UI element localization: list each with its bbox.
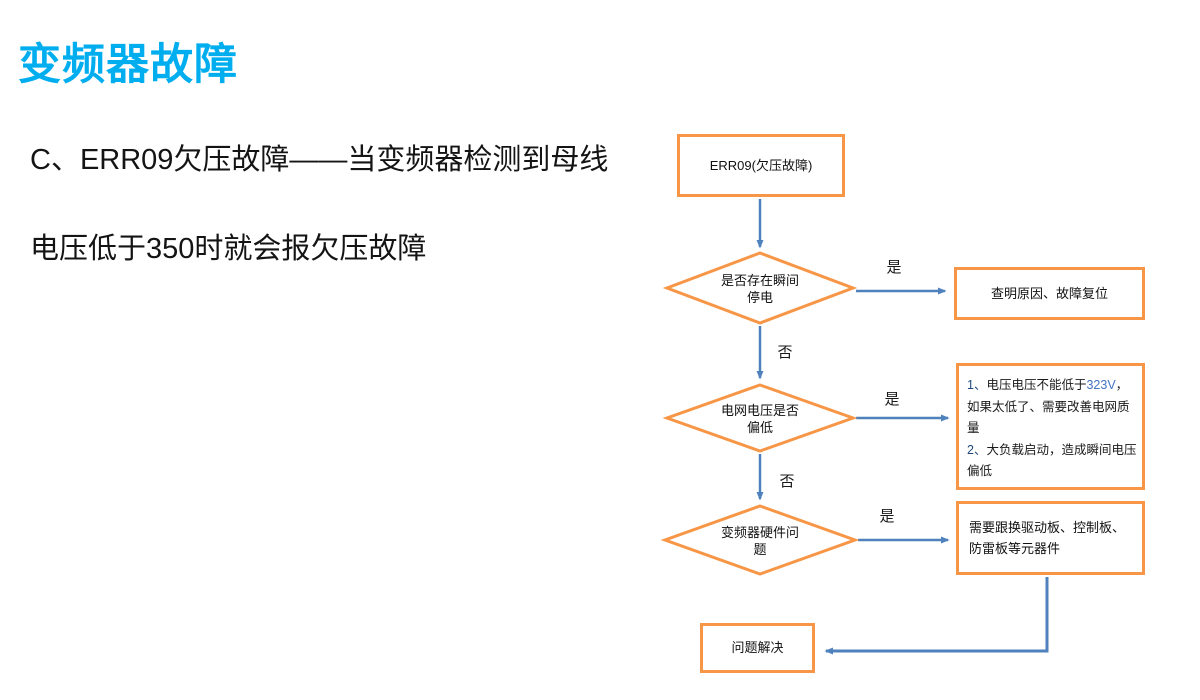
end-node: 问题解决: [700, 623, 815, 673]
result3-node-label: 需要跟换驱动板、控制板、防雷板等元器件: [969, 520, 1126, 556]
result3-node: 需要跟换驱动板、控制板、防雷板等元器件: [956, 501, 1145, 575]
decision1-label: 是否存在瞬间停电: [721, 273, 800, 305]
intro-line-2: 电压低于350时就会报欠压故障: [30, 233, 427, 265]
decision2-shape: [662, 383, 858, 453]
page-title: 变频器故障: [18, 41, 238, 89]
intro-text: C、ERR09欠压故障——当变频器检测到母线 电压低于350时就会报欠压故障: [30, 136, 680, 314]
end-node-label: 问题解决: [731, 640, 784, 655]
decision2-label: 电网电压是否偏低: [721, 403, 800, 435]
result2-node: 1、电压电压不能低于323V，如果太低了、需要改善电网质量 2、大负载启动，造成…: [956, 363, 1145, 490]
intro-line-1: C、ERR09欠压故障——当变频器检测到母线: [30, 144, 609, 176]
decision2-yes-label: 是: [884, 391, 900, 408]
decision1-yes-label: 是: [886, 259, 902, 276]
result1-node: 查明原因、故障复位: [954, 267, 1145, 320]
decision3-shape: [660, 504, 860, 576]
decision1-shape: [662, 251, 858, 325]
decision3-yes-label: 是: [879, 508, 895, 525]
start-node: ERR09(欠压故障): [677, 134, 845, 197]
connector-result3-to-end: [824, 577, 1049, 655]
decision3-label: 变频器硬件问题: [721, 525, 800, 557]
decision2-no-label: 否: [779, 473, 795, 490]
start-node-label: ERR09(欠压故障): [709, 157, 813, 173]
decision1-no-label: 否: [777, 344, 793, 361]
result1-node-label: 查明原因、故障复位: [990, 285, 1108, 301]
